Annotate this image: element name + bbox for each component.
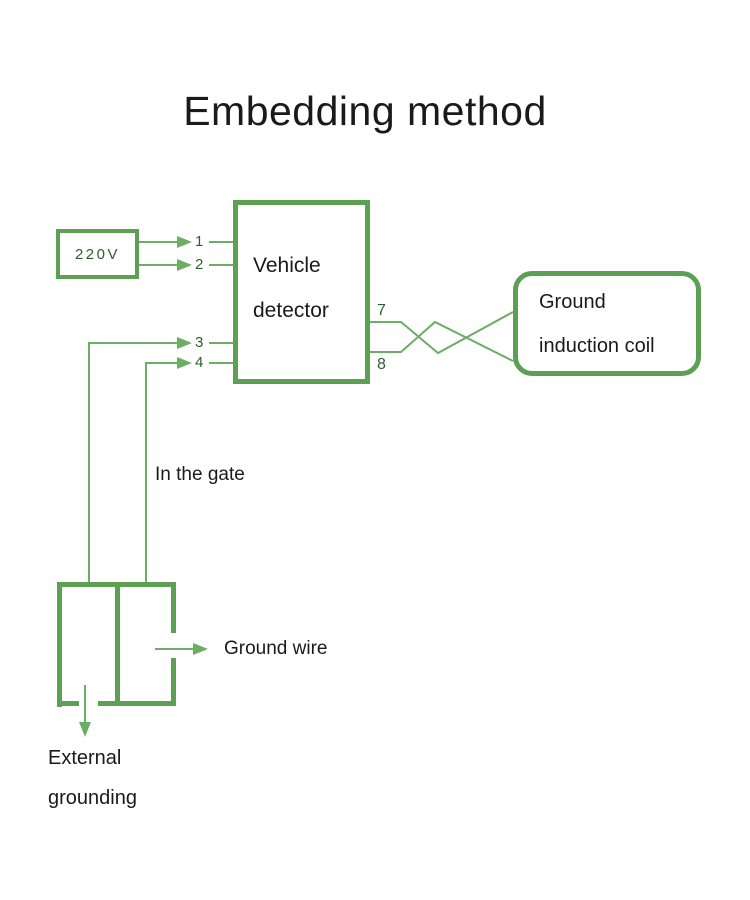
in-the-gate-label: In the gate: [155, 464, 245, 485]
arrowhead-pin4-icon: [177, 357, 192, 369]
pin-label-4: 4: [195, 354, 204, 371]
pin-label-8: 8: [377, 356, 386, 373]
external-grounding-label-line2: grounding: [48, 787, 137, 809]
wire-gate-pin3: [88, 342, 178, 582]
arrowhead-pin3-icon: [177, 337, 192, 349]
pin-label-2: 2: [195, 256, 204, 273]
arrowhead-ground-wire-icon: [193, 643, 208, 655]
ground-induction-coil-label-line1: Ground: [539, 291, 606, 313]
pin-label-1: 1: [195, 233, 204, 250]
ground-induction-coil-label: Ground induction coil: [539, 280, 655, 368]
wire-twisted-pair-bottom: [367, 320, 514, 362]
ground-induction-coil-box: [513, 271, 701, 376]
vehicle-detector-label-line2: detector: [253, 299, 329, 322]
vehicle-detector-box: [233, 200, 370, 384]
ground-induction-coil-label-line2: induction coil: [539, 335, 655, 357]
wire-twisted-pair-top: [367, 311, 514, 355]
vehicle-detector-label: Vehicle detector: [253, 243, 329, 333]
arrowhead-pin2-icon: [177, 259, 192, 271]
page-title: Embedding method: [183, 88, 547, 134]
power-supply-box: 220V: [56, 229, 139, 279]
pin-label-7: 7: [377, 302, 386, 319]
pin-label-3: 3: [195, 334, 204, 351]
arrowhead-external-grounding-icon: [79, 722, 91, 737]
wire-gate-pin4: [145, 362, 178, 582]
external-grounding-label: External grounding: [48, 738, 137, 818]
arrowhead-pin1-icon: [177, 236, 192, 248]
power-supply-label: 220V: [74, 245, 121, 263]
external-grounding-label-line1: External: [48, 747, 122, 769]
ground-wire-label: Ground wire: [224, 638, 328, 659]
vehicle-detector-label-line1: Vehicle: [253, 254, 321, 277]
